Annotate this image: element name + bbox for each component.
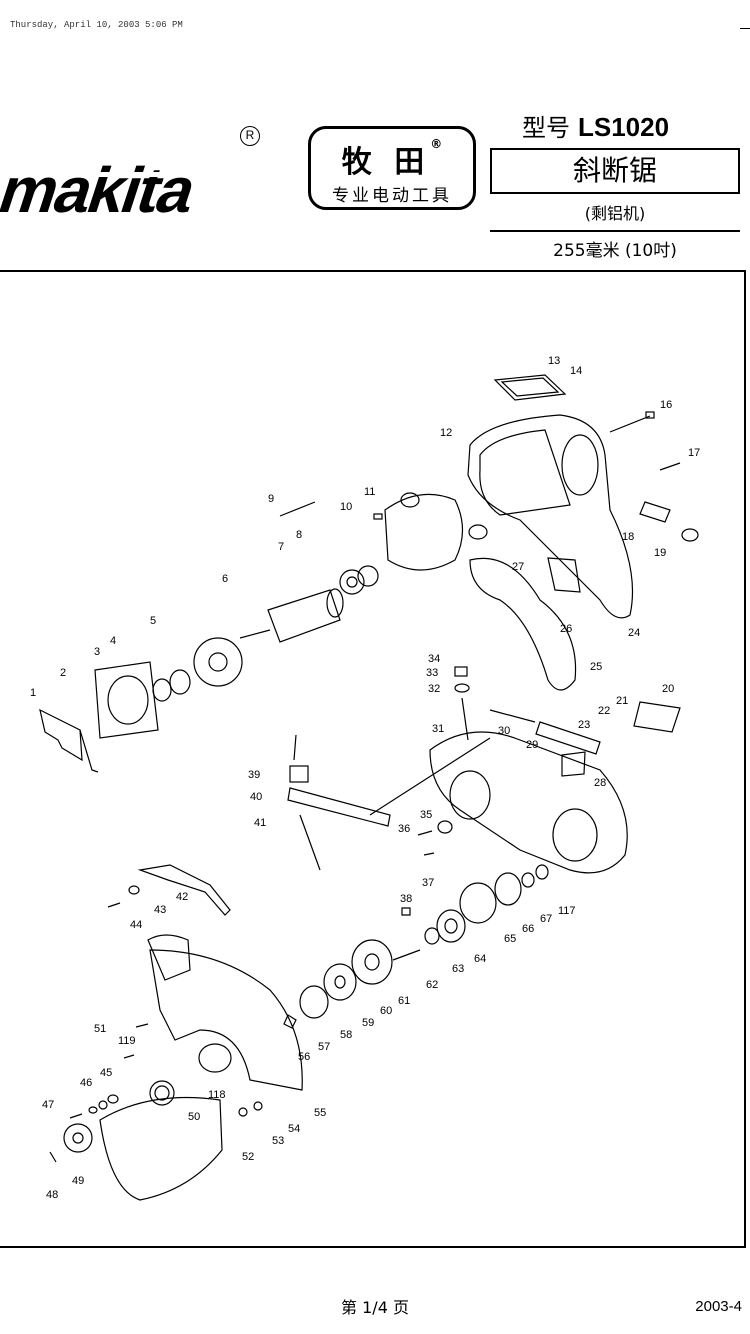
product-name: 斜断锯 bbox=[490, 148, 740, 194]
makita-logo-text: makita bbox=[0, 154, 207, 220]
part-label: 49 bbox=[72, 1175, 84, 1187]
part-label: 66 bbox=[522, 923, 534, 935]
part-label: 56 bbox=[298, 1051, 310, 1063]
part-label: 119 bbox=[118, 1035, 136, 1047]
part-label: 3 bbox=[94, 646, 100, 658]
model-label: 型号 bbox=[522, 114, 570, 142]
part-label: 51 bbox=[94, 1023, 106, 1035]
brand-box: 牧 田® 专业电动工具 bbox=[308, 126, 476, 210]
part-label: 55 bbox=[314, 1107, 326, 1119]
part-label: 13 bbox=[548, 355, 560, 367]
part-label: 45 bbox=[100, 1067, 112, 1079]
part-label: 47 bbox=[42, 1099, 54, 1111]
header-rule bbox=[490, 230, 740, 232]
part-label: 7 bbox=[278, 541, 284, 553]
part-label: 60 bbox=[380, 1005, 392, 1017]
part-label: 5 bbox=[150, 615, 156, 627]
brand-registered-mark: ® bbox=[430, 137, 443, 151]
part-label: 59 bbox=[362, 1017, 374, 1029]
part-label: 1 bbox=[30, 687, 36, 699]
part-label: 24 bbox=[628, 627, 640, 639]
product-size: 255毫米 (10吋) bbox=[553, 241, 677, 261]
part-label: 16 bbox=[660, 399, 672, 411]
part-label: 32 bbox=[428, 683, 440, 695]
part-label: 41 bbox=[254, 817, 266, 829]
part-label: 44 bbox=[130, 919, 142, 931]
diagram-artwork bbox=[39, 374, 699, 1201]
product-subtype: (剩铝机) bbox=[584, 204, 646, 223]
part-label: 21 bbox=[616, 695, 628, 707]
part-label: 18 bbox=[622, 531, 634, 543]
part-label: 9 bbox=[268, 493, 274, 505]
part-label: 61 bbox=[398, 995, 410, 1007]
part-label: 53 bbox=[272, 1135, 284, 1147]
part-label: 62 bbox=[426, 979, 438, 991]
part-label: 8 bbox=[296, 529, 302, 541]
part-label: 43 bbox=[154, 904, 166, 916]
print-timestamp: Thursday, April 10, 2003 5:06 PM bbox=[10, 20, 183, 30]
part-callouts: 1 2 3 4 5 6 7 8 9 10 11 12 13 14 16 17 1… bbox=[30, 355, 700, 1201]
part-label: 19 bbox=[654, 547, 666, 559]
part-label: 67 bbox=[540, 913, 552, 925]
part-label: 27 bbox=[512, 561, 524, 573]
part-label: 22 bbox=[598, 705, 610, 717]
part-label: 36 bbox=[398, 823, 410, 835]
model-number: LS1020 bbox=[578, 112, 670, 142]
corner-tick bbox=[740, 28, 750, 29]
part-label: 4 bbox=[110, 635, 116, 647]
part-label: 40 bbox=[250, 791, 262, 803]
part-label: 11 bbox=[364, 486, 375, 498]
brand-tagline: 专业电动工具 bbox=[332, 186, 452, 206]
part-label: 64 bbox=[474, 953, 486, 965]
part-label: 12 bbox=[440, 427, 452, 439]
part-label: 25 bbox=[590, 661, 602, 673]
part-label: 48 bbox=[46, 1189, 58, 1201]
part-label: 65 bbox=[504, 933, 516, 945]
part-label: 30 bbox=[498, 725, 510, 737]
part-label: 42 bbox=[176, 891, 188, 903]
part-label: 35 bbox=[420, 809, 432, 821]
part-label: 50 bbox=[188, 1111, 200, 1123]
page-number: 第 1/4 页 bbox=[341, 1298, 409, 1317]
part-label: 23 bbox=[578, 719, 590, 731]
part-label: 46 bbox=[80, 1077, 92, 1089]
part-label: 118 bbox=[208, 1089, 226, 1101]
part-label: 54 bbox=[288, 1123, 300, 1135]
part-label: 28 bbox=[594, 777, 606, 789]
part-label: 52 bbox=[242, 1151, 254, 1163]
part-label: 38 bbox=[400, 893, 412, 905]
part-label: 2 bbox=[60, 667, 66, 679]
logo-registered-mark: R bbox=[240, 126, 260, 146]
part-label: 37 bbox=[422, 877, 434, 889]
part-label: 39 bbox=[248, 769, 260, 781]
part-label: 29 bbox=[526, 739, 538, 751]
document-date: 2003-4 bbox=[695, 1298, 742, 1315]
part-label: 6 bbox=[222, 573, 228, 585]
part-label: 17 bbox=[688, 447, 700, 459]
part-label: 26 bbox=[560, 623, 572, 635]
part-label: 34 bbox=[428, 653, 440, 665]
part-label: 10 bbox=[340, 501, 352, 513]
makita-logo: makita bbox=[0, 154, 270, 220]
part-label: 63 bbox=[452, 963, 464, 975]
exploded-parts-diagram: 1 2 3 4 5 6 7 8 9 10 11 12 13 14 16 17 1… bbox=[30, 355, 700, 1201]
part-label: 31 bbox=[432, 723, 444, 735]
part-label: 57 bbox=[318, 1041, 330, 1053]
part-label: 14 bbox=[570, 365, 582, 377]
brand-name: 牧 田® bbox=[311, 137, 473, 181]
part-label: 33 bbox=[426, 667, 438, 679]
brand-name-text: 牧 田 bbox=[341, 145, 431, 180]
diagram-frame bbox=[0, 270, 746, 1248]
model-line: 型号 LS1020 bbox=[522, 108, 669, 143]
part-label: 117 bbox=[558, 905, 576, 917]
part-label: 58 bbox=[340, 1029, 352, 1041]
part-label: 20 bbox=[662, 683, 674, 695]
